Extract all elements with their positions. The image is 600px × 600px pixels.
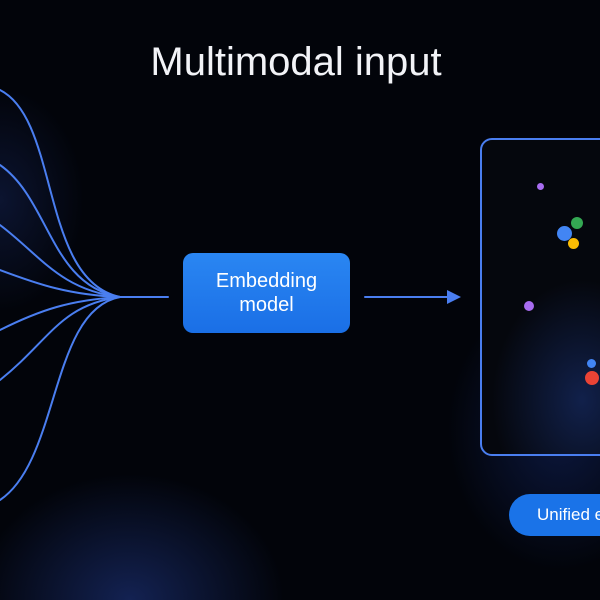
input-curve-3 xyxy=(0,224,121,298)
input-curve-1 xyxy=(0,89,121,298)
point-blue-large xyxy=(557,226,572,241)
input-curve-4 xyxy=(0,269,121,298)
input-curve-5 xyxy=(0,296,121,331)
diagram-title: Multimodal input xyxy=(150,40,442,84)
point-blue-small xyxy=(587,359,596,368)
input-curve-2 xyxy=(0,164,121,298)
point-yellow xyxy=(568,238,579,249)
point-red xyxy=(585,371,599,385)
unified-embedding-pill: Unified e xyxy=(509,494,600,536)
embedding-model-label-line1: Embedding xyxy=(215,270,318,292)
point-purple-mid xyxy=(524,301,534,311)
embedding-model-box: Embedding model xyxy=(183,253,350,333)
output-arrow-head xyxy=(447,290,461,304)
input-curve-6 xyxy=(0,296,121,381)
point-purple-top xyxy=(537,183,544,190)
input-curve-7 xyxy=(0,296,121,501)
point-green xyxy=(571,217,583,229)
embedding-space-panel xyxy=(480,138,600,456)
embedding-model-label-line2: model xyxy=(239,294,294,316)
